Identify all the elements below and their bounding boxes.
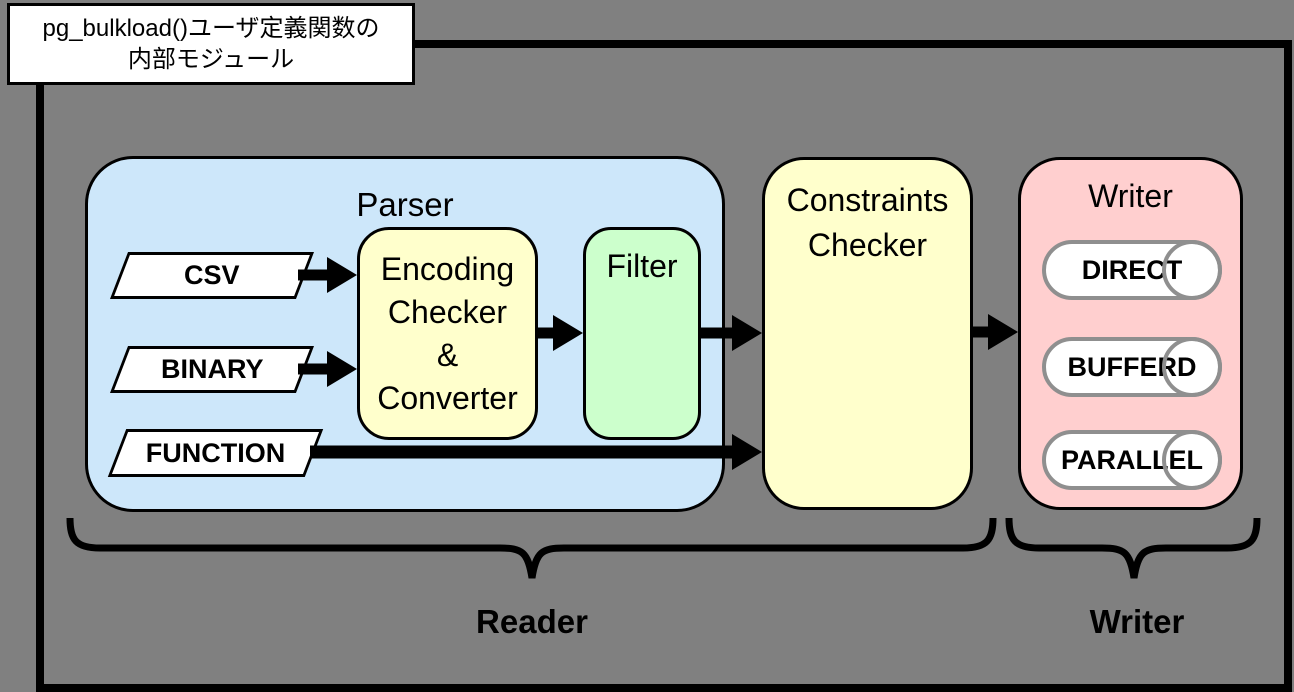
filter-label: Filter xyxy=(606,248,678,284)
writer-mode-direct: DIRECT xyxy=(1042,240,1222,300)
arrow-filter-to-constraints xyxy=(700,315,762,351)
drum-endcap-icon xyxy=(1162,240,1222,300)
arrow-head-icon xyxy=(327,257,357,293)
input-shape-function: FUNCTION xyxy=(107,429,324,477)
encoding-line1: Encoding xyxy=(380,250,515,287)
constraints-checker-box: Constraints Checker xyxy=(762,157,973,510)
input-label-function: FUNCTION xyxy=(145,437,286,468)
writer-bottom-group-label: Writer xyxy=(1089,603,1185,640)
input-shape-csv: CSV xyxy=(109,252,315,299)
arrow-shaft xyxy=(973,326,990,338)
arrow-shaft xyxy=(310,445,734,459)
drum-endcap-icon xyxy=(1162,430,1222,490)
arrow-encoding-to-filter xyxy=(537,315,583,351)
input-label-binary: BINARY xyxy=(160,354,264,384)
writer-mode-parallel: PARALLEL xyxy=(1042,430,1222,490)
arrow-head-icon xyxy=(732,434,762,470)
arrow-binary-to-encoding xyxy=(298,351,357,387)
encoding-line4: Converter xyxy=(377,379,518,416)
arrow-head-icon xyxy=(988,314,1018,350)
encoding-checker-converter-box: Encoding Checker & Converter xyxy=(357,227,538,440)
diagram-title-box: pg_bulkload()ユーザ定義関数の 内部モジュール xyxy=(7,3,415,85)
drum-endcap-icon xyxy=(1162,337,1222,397)
arrow-shaft xyxy=(537,327,555,339)
arrow-constraints-to-writer xyxy=(973,314,1018,350)
encoding-line3: & xyxy=(436,336,459,373)
diagram-title-line1: pg_bulkload()ユーザ定義関数の xyxy=(42,15,380,42)
constraints-line2: Checker xyxy=(807,227,928,263)
arrow-head-icon xyxy=(327,351,357,387)
filter-box: Filter xyxy=(583,227,701,440)
constraints-line1: Constraints xyxy=(786,182,949,218)
encoding-line2: Checker xyxy=(387,293,508,330)
arrow-csv-to-encoding xyxy=(298,257,357,293)
arrow-shaft xyxy=(298,363,329,375)
parser-group-label: Parser xyxy=(356,186,454,223)
arrow-shaft xyxy=(700,327,734,339)
arrow-head-icon xyxy=(732,315,762,351)
writer-mode-bufferd: BUFFERD xyxy=(1042,337,1222,397)
arrow-shaft xyxy=(298,269,329,281)
outer-frame xyxy=(36,40,1292,692)
arrow-function-to-constraints xyxy=(310,434,762,470)
reader-group-label: Reader xyxy=(476,603,588,640)
writer-group-label: Writer xyxy=(1088,178,1173,214)
arrow-head-icon xyxy=(553,315,583,351)
input-label-csv: CSV xyxy=(184,260,240,290)
input-shape-binary: BINARY xyxy=(109,346,315,393)
diagram-title-line2: 内部モジュール xyxy=(127,46,295,73)
